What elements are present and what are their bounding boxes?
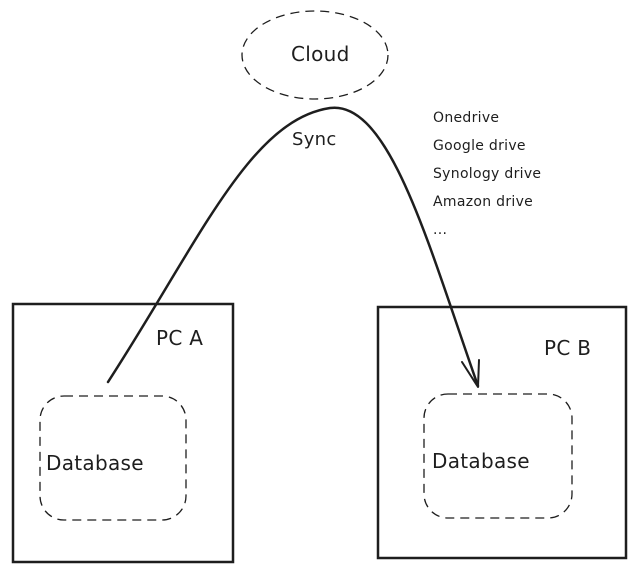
pc-a-box — [11, 302, 235, 564]
provider-item: Synology drive — [433, 166, 542, 182]
sync-arrow-line — [106, 106, 480, 388]
provider-item: Google drive — [433, 138, 526, 154]
database-b-label: Database — [432, 449, 530, 473]
database-a-label: Database — [46, 451, 144, 475]
cloud-label: Cloud — [291, 42, 350, 66]
pc-b-label: PC B — [544, 336, 592, 360]
provider-item: Onedrive — [433, 110, 500, 126]
sync-arrow-head — [461, 359, 480, 388]
pc-a-label: PC A — [156, 326, 204, 350]
sync-label: Sync — [292, 129, 337, 150]
database-b-shape — [423, 393, 573, 519]
provider-item: Amazon drive — [433, 194, 534, 210]
database-a-shape — [39, 395, 187, 521]
cloud-ellipse — [241, 10, 389, 100]
provider-item: ... — [433, 222, 448, 238]
pc-b-box — [376, 305, 628, 560]
cloud-provider-list: Onedrive Google drive Synology drive Ama… — [433, 104, 541, 244]
